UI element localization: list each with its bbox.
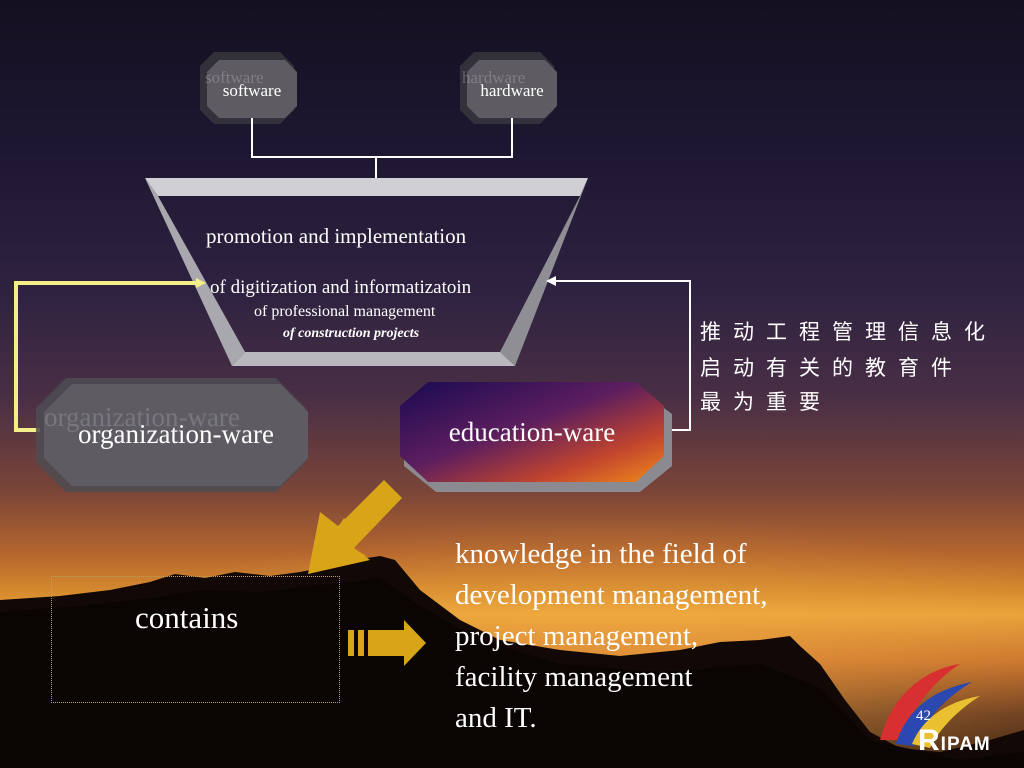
- knowledge-line-1: knowledge in the field of: [455, 538, 747, 570]
- software-label: software: [222, 81, 282, 100]
- edu-ware-label: education-ware: [448, 416, 616, 447]
- down-left-arrow-main: [308, 480, 402, 574]
- knowledge-line-4: facility management: [455, 661, 693, 693]
- logo-swoosh-yellow: [912, 696, 980, 748]
- funnel-line-2: of digitization and informatizatoin: [210, 277, 472, 298]
- knowledge-line-2: development management,: [455, 579, 768, 611]
- contains-label: contains: [135, 600, 239, 635]
- right-arrow-bar-2: [358, 630, 364, 656]
- org-ware-octagon: [44, 384, 308, 486]
- funnel-right-bevel: [500, 178, 588, 366]
- chinese-line-1: 推动工程管理信息化: [700, 320, 997, 344]
- yellow-connector: [14, 281, 200, 432]
- software-ghost-label: software: [205, 68, 264, 87]
- funnel-left-bevel: [145, 178, 245, 366]
- yellow-connector-arrowhead: [196, 278, 206, 288]
- right-arrow-bar-1: [348, 630, 354, 656]
- white-connector-arrowhead: [546, 276, 556, 286]
- ripam-logo: RIPAM: [918, 724, 991, 758]
- org-ware-label: organization-ware: [78, 418, 274, 449]
- logo-swoosh-red: [880, 664, 960, 740]
- funnel-line-1: promotion and implementation: [206, 224, 467, 248]
- chinese-line-3: 最为重要: [700, 390, 832, 414]
- edu-ware-octagon: [400, 382, 664, 482]
- logo-initial: R: [918, 724, 941, 757]
- white-connector: [552, 280, 691, 431]
- funnel-top-bevel: [145, 178, 588, 196]
- knowledge-line-3: project management,: [455, 620, 699, 652]
- page-number: 42: [916, 708, 931, 724]
- chinese-line-2: 启动有关的教育件: [700, 356, 964, 380]
- software-octagon: [207, 60, 297, 118]
- hardware-octagon: [467, 60, 557, 118]
- right-arrow: [368, 620, 426, 666]
- org-ware-ghost-label: organization-ware: [44, 402, 240, 432]
- funnel-line-3: of professional management: [254, 303, 436, 320]
- funnel-bottom-bevel: [232, 352, 515, 366]
- top-connector: [251, 118, 513, 158]
- logo-rest: IPAM: [940, 734, 991, 755]
- contains-box: [51, 576, 340, 703]
- hardware-label: hardware: [480, 81, 544, 100]
- logo-swoosh-blue: [896, 682, 972, 746]
- hardware-ghost-label: hardware: [462, 68, 526, 87]
- knowledge-line-5: and IT.: [455, 702, 537, 734]
- funnel-line-4: of construction projects: [283, 326, 420, 341]
